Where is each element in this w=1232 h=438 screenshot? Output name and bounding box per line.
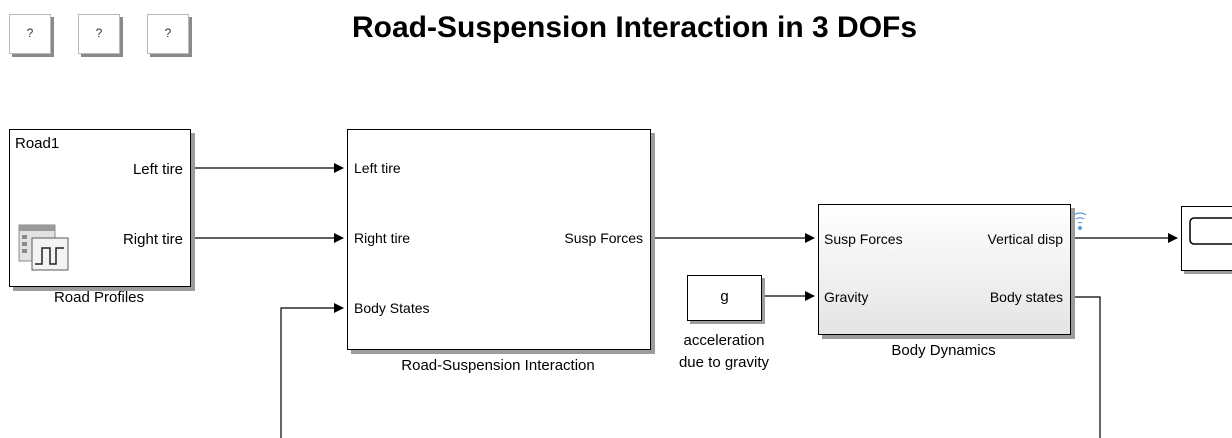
help-button-3[interactable]: ? [147,14,189,54]
body-dynamics-name: Body Dynamics [891,342,996,359]
rs-input-body-states: Body States [354,300,430,316]
wire-body-states-feedback [1070,296,1101,438]
scope-block[interactable] [1181,206,1232,271]
bd-output-vertical-disp: Vertical disp [987,231,1063,247]
signal-logging-icon[interactable] [1071,206,1089,232]
signal-builder-icon [18,224,69,271]
rs-output-susp-forces: Susp Forces [564,230,643,246]
road-suspension-interaction-name: Road-Suspension Interaction [401,357,595,374]
gravity-constant-value: g [720,288,729,305]
gravity-label-line2: due to gravity [678,354,770,371]
road-profiles-name: Road Profiles [53,289,145,306]
rs-input-left-tire: Left tire [354,160,401,176]
help-button-1[interactable]: ? [9,14,51,54]
road-suspension-interaction-block[interactable]: Left tire Right tire Body States Susp Fo… [347,129,651,350]
bd-output-body-states: Body states [989,289,1063,305]
road-profiles-inner-label: Road1 [15,135,60,152]
road-profiles-output-right-tire: Right tire [122,231,183,248]
gravity-constant-block[interactable]: g [687,275,762,321]
wire-body-states-return [280,303,344,438]
model-title: Road-Suspension Interaction in 3 DOFs [352,11,918,44]
help-button-2[interactable]: ? [78,14,120,54]
bd-input-gravity: Gravity [824,289,869,305]
scope-icon [1189,217,1232,245]
rs-input-right-tire: Right tire [354,230,411,246]
road-profiles-block[interactable]: Road1 Left tire Right tire [9,129,191,287]
bd-input-susp-forces: Susp Forces [824,231,903,247]
body-dynamics-block[interactable]: Susp Forces Gravity Vertical disp Body s… [818,204,1071,335]
road-profiles-output-left-tire: Left tire [132,161,183,178]
gravity-label-line1: acceleration [683,332,765,349]
